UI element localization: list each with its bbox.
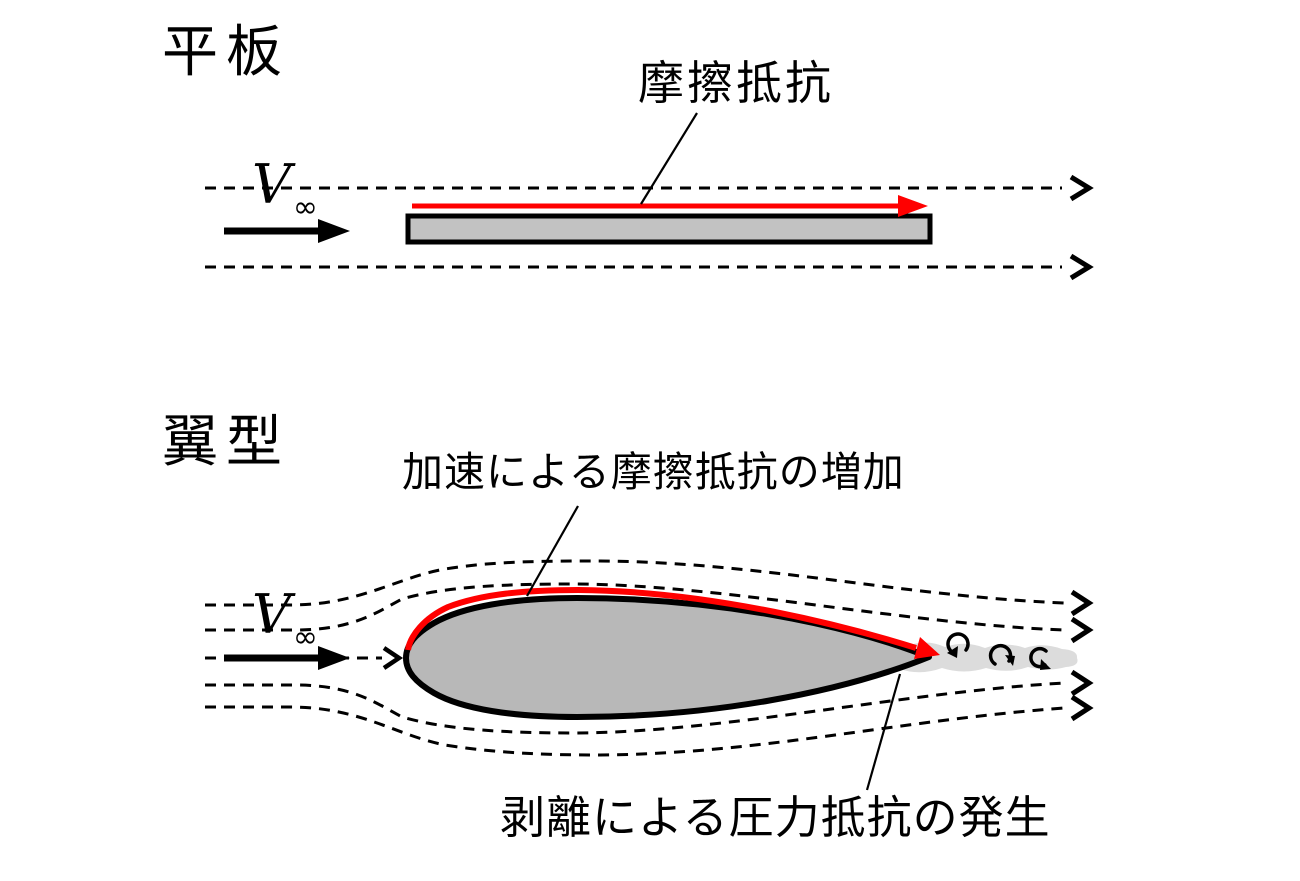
velocity-arrowhead-icon <box>318 219 350 243</box>
arrowhead-icon <box>1069 253 1094 281</box>
separation-pressure-drag-label: 剥離による圧力抵抗の発生 <box>500 792 1051 843</box>
vortex-icon <box>946 632 970 658</box>
friction-drag-arrow <box>405 586 917 651</box>
accelerated-friction-drag-label: 加速による摩擦抵抗の増加 <box>402 449 905 495</box>
friction-drag-arrowhead-icon <box>898 195 928 217</box>
freestream-velocity-symbol: V∞ <box>252 158 318 223</box>
freestream-velocity-symbol: V∞ <box>252 588 318 653</box>
streamline <box>205 681 1065 735</box>
velocity-v: V <box>252 583 291 646</box>
velocity-v: V <box>252 153 291 216</box>
flat-plate-diagram <box>205 112 1094 281</box>
velocity-arrowhead-icon <box>318 646 350 670</box>
friction-drag-arrowhead-icon <box>914 637 940 659</box>
airfoil-diagram <box>205 505 1094 791</box>
streamline <box>205 582 1065 632</box>
flat-plate-title: 平板 <box>162 20 290 83</box>
flat-plate <box>405 213 933 245</box>
airfoil-title: 翼型 <box>162 410 290 473</box>
leader-line <box>526 505 579 597</box>
friction-drag-label: 摩擦抵抗 <box>638 57 834 109</box>
streamline <box>205 559 1065 607</box>
vortex-icon <box>1029 646 1051 670</box>
streamline <box>205 705 1065 757</box>
arrowhead-icon <box>1070 589 1094 617</box>
stagnation-arrowhead-icon <box>382 646 404 670</box>
arrowhead-icon <box>1070 694 1094 722</box>
vortex-icon <box>988 643 1015 666</box>
infinity-subscript: ∞ <box>293 190 318 225</box>
arrowhead-icon <box>1070 669 1094 697</box>
airfoil <box>403 595 932 720</box>
leader-line <box>865 673 902 791</box>
infinity-subscript: ∞ <box>293 620 318 655</box>
arrowhead-icon <box>1070 616 1094 644</box>
arrowhead-icon <box>1069 174 1094 202</box>
leader-line <box>640 112 698 205</box>
